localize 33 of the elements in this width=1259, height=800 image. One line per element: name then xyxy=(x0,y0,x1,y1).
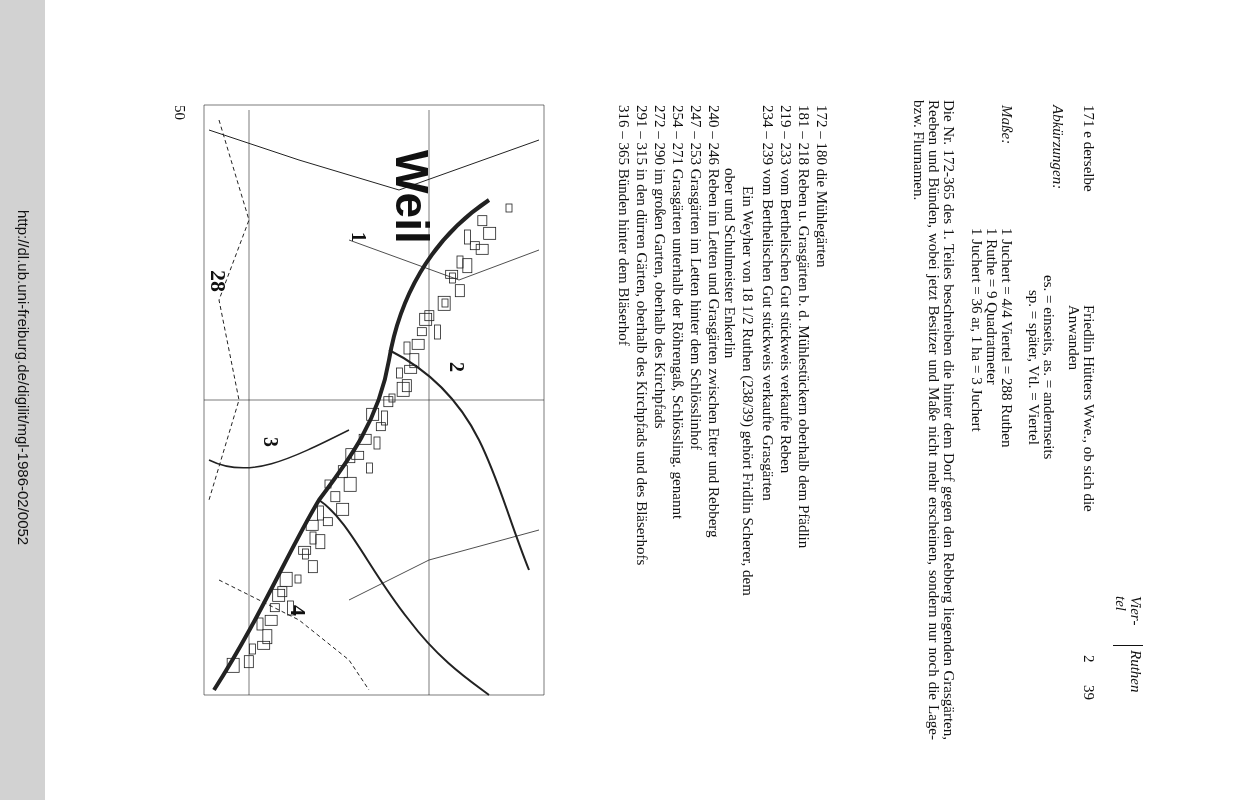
page-number: 50 xyxy=(172,105,187,120)
list-entry: Ein Weyher von 18 1/2 Ruthen (238/39) gehört Fridlin Scherer, dem ober und Schulmeister Enkerlin xyxy=(721,168,757,598)
plot-number: 3 xyxy=(261,437,281,447)
plot-number: 28 xyxy=(207,270,229,292)
list-entry: 181 – 218 Reben u. Grasgärten b. d. Mühlestückern oberhalb dem Pfädlin xyxy=(796,105,811,549)
measure-text: 1 Juchert = 36 ar, 1 ha = 3 Juchert xyxy=(969,228,984,432)
section-heading: Maße: xyxy=(999,105,1014,145)
list-entry: 291 – 315 in den dürren Gärten, oberhalb des Kirchpfads und des Bläserhofs xyxy=(634,105,649,566)
measure-text: 1 Juchert = 4/4 Viertel = 288 Ruthen xyxy=(999,228,1014,448)
entry-number: 171 e derselbe xyxy=(1081,105,1096,192)
plot-number: 2 xyxy=(447,362,467,372)
list-entry: 272 – 290 im großen Garten, oberhalb des Kirchpfads xyxy=(652,105,667,429)
place-name: Weil xyxy=(389,150,435,244)
column-heading: Vier- tel xyxy=(1113,596,1143,628)
plot-number: 4 xyxy=(287,605,309,616)
table-value: 2 xyxy=(1081,655,1096,663)
list-entry: 234 – 239 vom Berthelischen Gut stückweis verkaufte Grasgärten xyxy=(760,105,775,501)
list-entry: 254 – 271 Grasgärten unterhalb der Röhrengaß, Schlössling. genannt xyxy=(670,105,685,520)
entry-text: Friedlin Hütters Wwe., ob sich die Anwanden xyxy=(1066,305,1096,514)
abbreviation-text: sp. = später, Vtl. = Viertel xyxy=(1026,290,1041,445)
table-value: 39 xyxy=(1081,685,1096,700)
source-url: http://dl.ub.uni-freiburg.de/digilit/mgl-1986-02/0052 xyxy=(16,210,31,546)
abbreviation-text: es. = einseits, as. = andernseits xyxy=(1041,275,1056,460)
list-entry: 172 – 180 die Mühlegärten xyxy=(814,105,829,268)
column-heading: Ruthen xyxy=(1128,650,1143,693)
measure-text: 1 Ruthe = 9 Quadratmeter xyxy=(984,228,999,385)
list-entry: 316 – 365 Bünden hinter dem Bläserhof xyxy=(616,105,631,346)
section-heading: Abkürzungen: xyxy=(1050,105,1065,190)
plot-number: 1 xyxy=(349,232,369,242)
list-entry: 219 – 233 vom Berthelischen Gut stückweis verkaufte Reben xyxy=(778,105,793,474)
list-entry: 240 – 246 Reben im Letten und Grasgärten zwischen Etter und Rebberg xyxy=(706,105,721,538)
paragraph-text: Die Nr. 172-365 des 1. Teiles beschreiben die hinter dem Dorf gegen den Rebberg liegenden Grasgärten, Reeben und Bünden, wobei jetzt Besitzer und Maße nicht mehr erscheinen, sondern nur noch die Lage- bzw. Flurnamen. xyxy=(911,100,956,740)
list-entry: 247 – 253 Grasgärten im Letten hinter dem Schlösslinhof xyxy=(688,105,703,450)
